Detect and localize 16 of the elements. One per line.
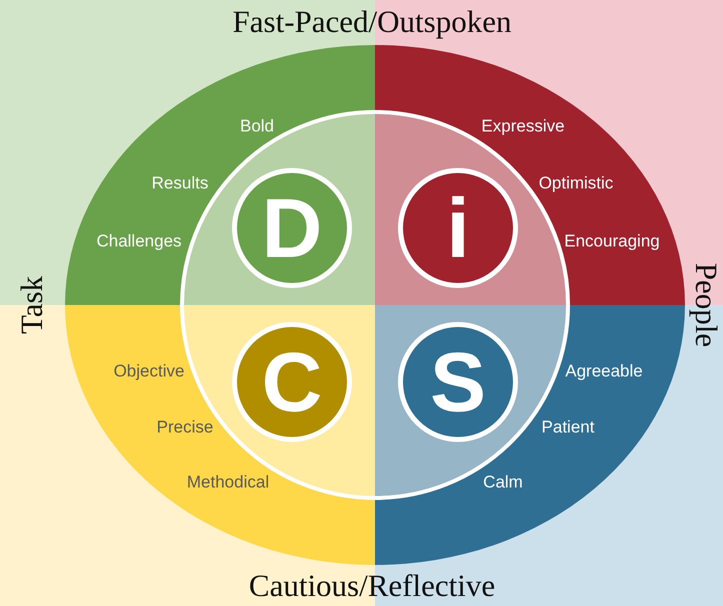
trait-label: Objective bbox=[114, 362, 184, 382]
trait-label: Optimistic bbox=[538, 174, 614, 194]
trait-label: Expressive bbox=[481, 118, 565, 136]
trait-label: Calm bbox=[483, 474, 523, 492]
axis-label: People bbox=[688, 262, 723, 348]
axis-label: Task bbox=[14, 276, 50, 334]
trait-label: Patient bbox=[542, 418, 594, 438]
axis-label: Cautious/Reflective bbox=[248, 568, 496, 604]
trait-label: Methodical bbox=[186, 474, 270, 492]
trait-label: Encouraging bbox=[564, 232, 660, 252]
trait-label: Precise bbox=[156, 418, 214, 438]
trait-label: Bold bbox=[240, 118, 274, 136]
axis-label: Fast-Paced/Outspoken bbox=[232, 4, 512, 40]
trait-label: Results bbox=[152, 174, 208, 194]
trait-label: Challenges bbox=[96, 232, 182, 252]
trait-label: Agreeable bbox=[565, 362, 643, 382]
